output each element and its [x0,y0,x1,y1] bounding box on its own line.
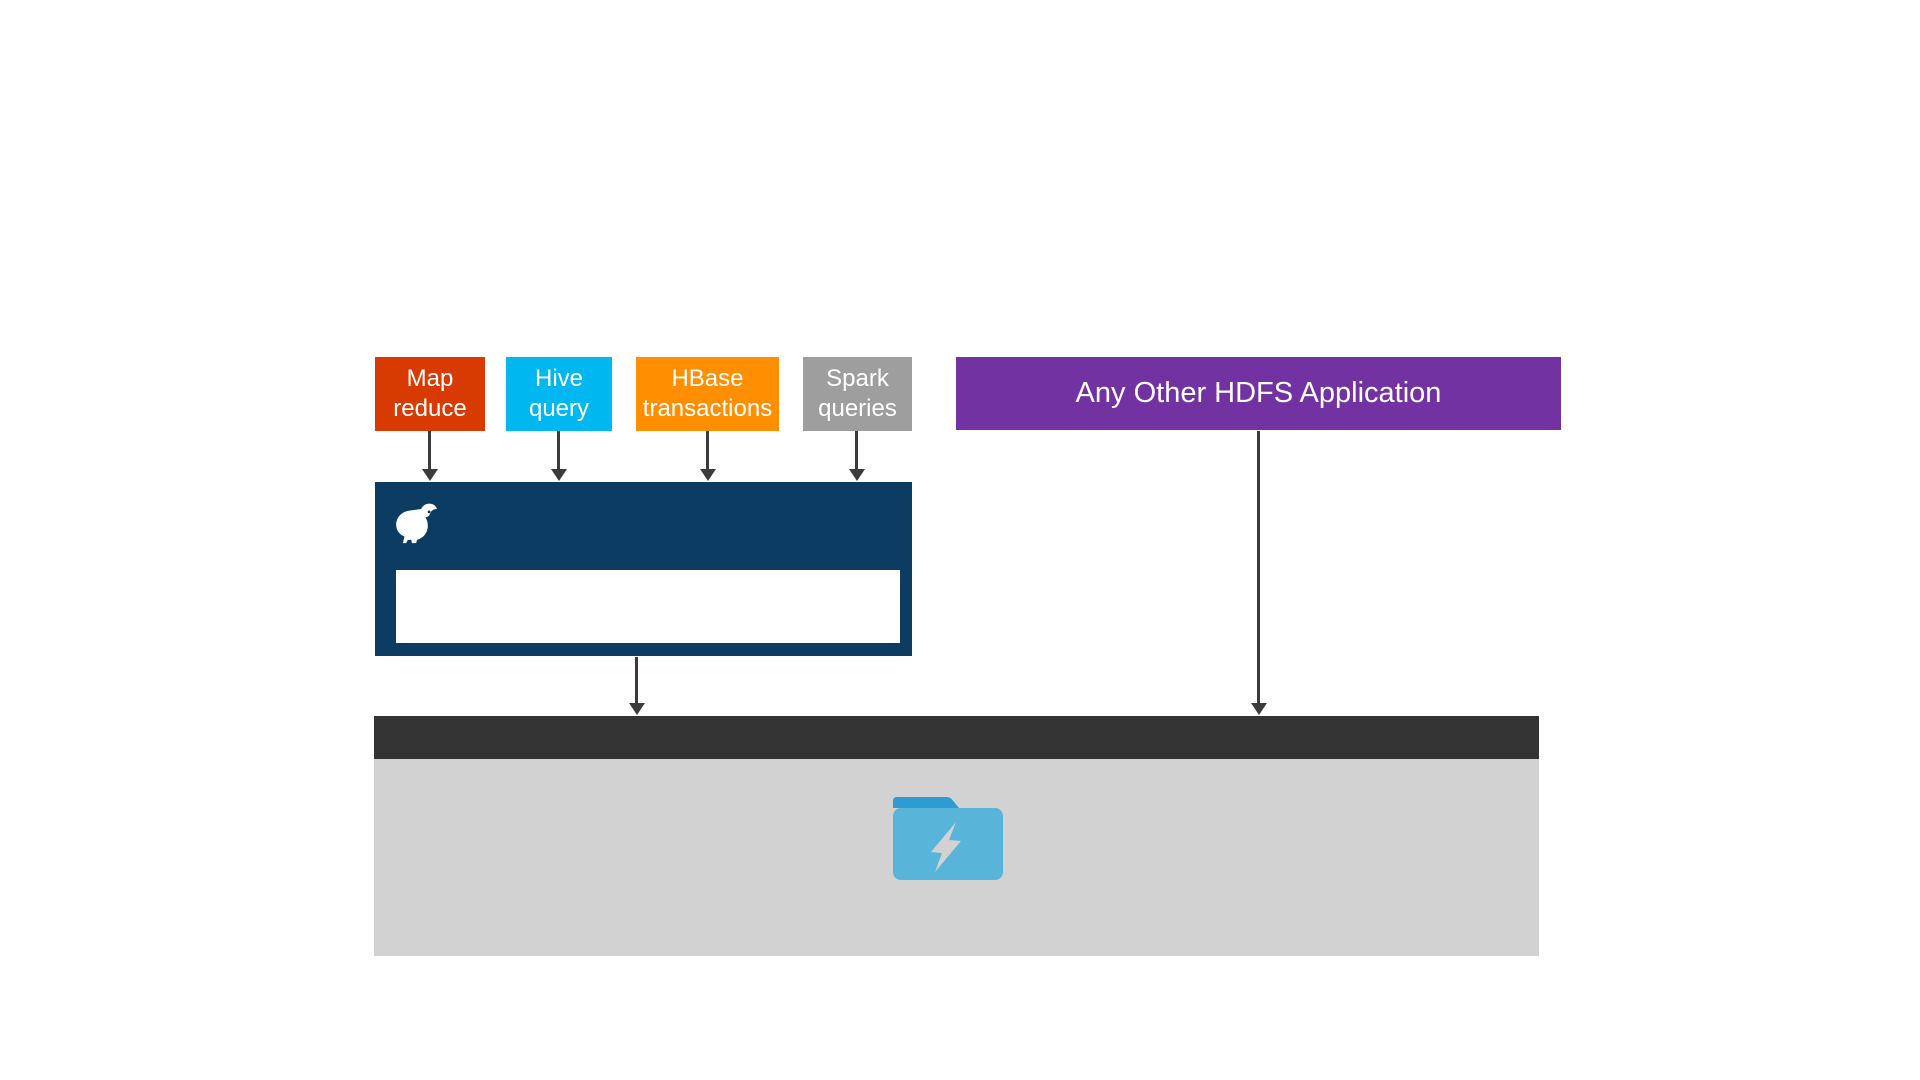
arrow-hadoop-to-storage [635,657,638,704]
storage-band-header [374,716,1539,759]
arrow-hbase-transactions-to-hadoop [706,431,709,470]
box-hbase-transactions: HBase transactions [636,357,779,431]
hadoop-inner-panel [396,570,900,643]
box-spark-queries: Spark queries [803,357,912,431]
hadoop-box [375,482,912,656]
lightning-bolt-icon [931,822,961,872]
storage-folder-icon [893,797,1003,880]
storage-band [374,716,1539,956]
arrow-map-reduce-to-hadoop [428,431,431,470]
box-map-reduce: Map reduce [375,357,485,431]
hadoop-elephant-icon [396,503,437,544]
arrow-hive-query-to-hadoop [557,431,560,470]
folder-tab [893,797,959,808]
arrow-spark-queries-to-hadoop [855,431,858,470]
box-any-other-hdfs-application: Any Other HDFS Application [956,357,1561,430]
arrow-hdfs-application-to-storage [1257,431,1260,704]
box-hive-query: Hive query [506,357,612,431]
